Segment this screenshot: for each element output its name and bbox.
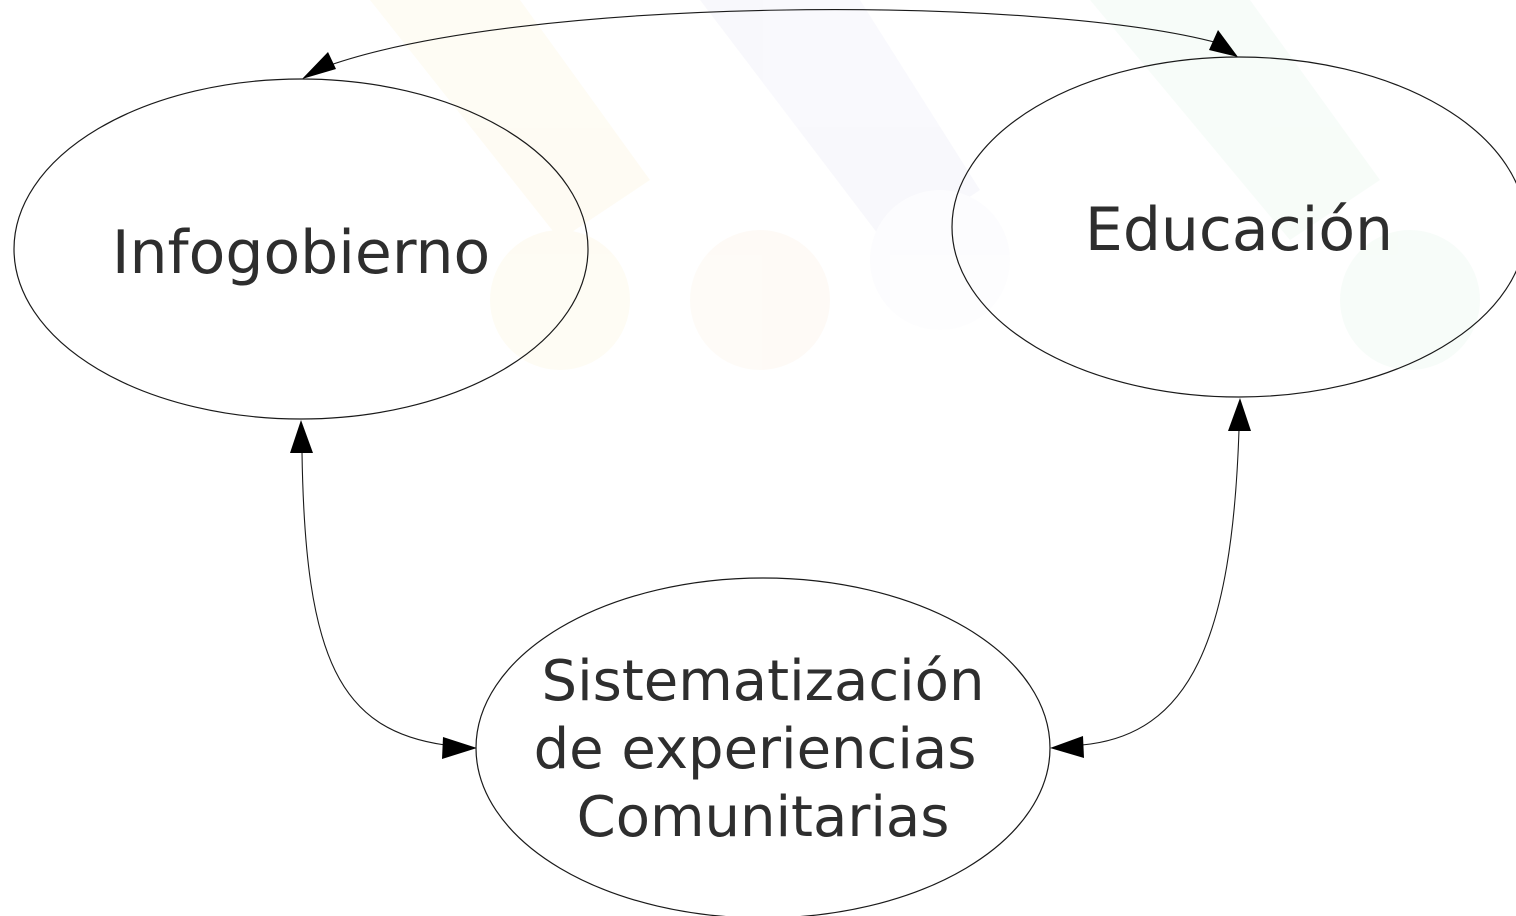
edge-infogobierno-sistematizacion — [290, 420, 477, 759]
watermark-logo — [370, 0, 1480, 370]
arrow-head-icon — [1209, 30, 1238, 57]
node-sistematizacion-label-line-1: Sistematización — [542, 649, 985, 714]
arrow-head-icon — [1050, 736, 1084, 758]
node-sistematizacion-label-line-2: de experiencias — [534, 717, 977, 782]
arrow-head-icon — [1228, 398, 1251, 431]
node-sistematizacion-label-line-3: Comunitarias — [577, 785, 950, 850]
node-sistematizacion-ellipse — [475, 577, 1051, 916]
node-infogobierno-label: Infogobierno — [112, 218, 490, 288]
node-infogobierno-ellipse — [13, 78, 589, 420]
edge-educacion-sistematizacion — [1050, 398, 1251, 758]
arrow-head-icon — [442, 737, 477, 759]
node-sistematizacion: Sistematización de experiencias Comunita… — [475, 577, 1051, 916]
arrow-head-icon — [290, 420, 313, 453]
edge-infogobierno-educacion — [302, 9, 1238, 79]
node-infogobierno: Infogobierno — [13, 78, 589, 420]
node-educacion-label: Educación — [1085, 195, 1393, 265]
node-educacion: Educación — [951, 56, 1516, 398]
arrow-head-icon — [302, 52, 336, 79]
node-educacion-ellipse — [951, 56, 1516, 398]
